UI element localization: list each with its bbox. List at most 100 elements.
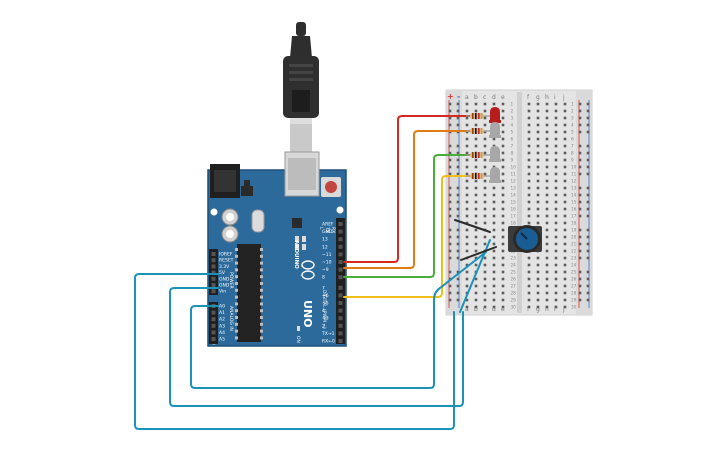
rail-hole[interactable]: [456, 298, 460, 302]
breadboard-hole[interactable]: [483, 277, 487, 281]
rail-hole[interactable]: [586, 158, 590, 162]
breadboard-hole[interactable]: [501, 165, 505, 169]
breadboard-hole[interactable]: [554, 109, 558, 113]
breadboard-hole[interactable]: [527, 165, 531, 169]
breadboard-hole[interactable]: [492, 214, 496, 218]
rail-hole[interactable]: [456, 270, 460, 274]
breadboard-hole[interactable]: [474, 298, 478, 302]
rail-hole[interactable]: [448, 193, 452, 197]
rail-hole[interactable]: [448, 102, 452, 106]
rail-hole[interactable]: [578, 186, 582, 190]
breadboard-hole[interactable]: [563, 228, 567, 232]
breadboard-hole[interactable]: [527, 214, 531, 218]
rail-hole[interactable]: [448, 298, 452, 302]
breadboard-hole[interactable]: [536, 207, 540, 211]
rail-hole[interactable]: [448, 270, 452, 274]
rail-hole[interactable]: [578, 284, 582, 288]
breadboard-hole[interactable]: [554, 277, 558, 281]
digital-pin[interactable]: [338, 260, 343, 264]
breadboard-hole[interactable]: [474, 207, 478, 211]
breadboard-hole[interactable]: [483, 193, 487, 197]
breadboard-hole[interactable]: [545, 277, 549, 281]
breadboard-hole[interactable]: [483, 270, 487, 274]
breadboard-hole[interactable]: [545, 298, 549, 302]
breadboard-hole[interactable]: [563, 214, 567, 218]
breadboard-hole[interactable]: [492, 256, 496, 260]
rail-hole[interactable]: [586, 151, 590, 155]
rail-hole[interactable]: [456, 102, 460, 106]
rail-hole[interactable]: [448, 123, 452, 127]
breadboard-hole[interactable]: [554, 200, 558, 204]
breadboard-hole[interactable]: [545, 263, 549, 267]
breadboard-hole[interactable]: [501, 291, 505, 295]
rail-hole[interactable]: [448, 109, 452, 113]
breadboard-hole[interactable]: [554, 242, 558, 246]
breadboard-hole[interactable]: [501, 123, 505, 127]
breadboard-hole[interactable]: [492, 235, 496, 239]
breadboard-hole[interactable]: [527, 270, 531, 274]
digital-pin[interactable]: [338, 244, 343, 249]
breadboard-hole[interactable]: [536, 200, 540, 204]
breadboard-hole[interactable]: [474, 228, 478, 232]
analog-pin[interactable]: [211, 337, 216, 341]
breadboard-hole[interactable]: [474, 291, 478, 295]
breadboard-hole[interactable]: [527, 130, 531, 134]
breadboard-hole[interactable]: [563, 291, 567, 295]
breadboard-hole[interactable]: [563, 137, 567, 141]
breadboard-hole[interactable]: [465, 284, 469, 288]
breadboard-hole[interactable]: [527, 144, 531, 148]
breadboard-hole[interactable]: [465, 123, 469, 127]
led-4[interactable]: [489, 167, 501, 183]
breadboard-hole[interactable]: [483, 172, 487, 176]
digital-pin[interactable]: [338, 323, 343, 328]
rail-hole[interactable]: [456, 116, 460, 120]
rail-hole[interactable]: [578, 200, 582, 204]
breadboard-hole[interactable]: [474, 284, 478, 288]
power-pin[interactable]: [211, 270, 216, 275]
potentiometer[interactable]: [508, 225, 542, 253]
breadboard-hole[interactable]: [465, 221, 469, 225]
digital-pin[interactable]: [338, 331, 343, 336]
rail-hole[interactable]: [448, 249, 452, 253]
breadboard-hole[interactable]: [465, 200, 469, 204]
breadboard-hole[interactable]: [563, 263, 567, 267]
rail-hole[interactable]: [586, 242, 590, 246]
breadboard-hole[interactable]: [563, 193, 567, 197]
breadboard-hole[interactable]: [545, 179, 549, 183]
breadboard-hole[interactable]: [483, 242, 487, 246]
rail-hole[interactable]: [456, 284, 460, 288]
breadboard-hole[interactable]: [501, 305, 505, 309]
breadboard-hole[interactable]: [501, 214, 505, 218]
rail-hole[interactable]: [578, 249, 582, 253]
rail-hole[interactable]: [456, 193, 460, 197]
rail-hole[interactable]: [448, 228, 452, 232]
rail-hole[interactable]: [586, 109, 590, 113]
rail-hole[interactable]: [586, 270, 590, 274]
breadboard-hole[interactable]: [563, 256, 567, 260]
breadboard-hole[interactable]: [501, 270, 505, 274]
digital-pin[interactable]: [338, 267, 343, 272]
breadboard-hole[interactable]: [545, 186, 549, 190]
breadboard-hole[interactable]: [536, 193, 540, 197]
breadboard-hole[interactable]: [501, 277, 505, 281]
breadboard-hole[interactable]: [501, 151, 505, 155]
rail-hole[interactable]: [448, 116, 452, 120]
breadboard-hole[interactable]: [474, 137, 478, 141]
analog-pin[interactable]: [211, 323, 216, 328]
breadboard-hole[interactable]: [483, 207, 487, 211]
breadboard-hole[interactable]: [483, 179, 487, 183]
breadboard-hole[interactable]: [563, 270, 567, 274]
breadboard-hole[interactable]: [501, 172, 505, 176]
breadboard-hole[interactable]: [483, 305, 487, 309]
breadboard-hole[interactable]: [545, 151, 549, 155]
rail-hole[interactable]: [578, 151, 582, 155]
breadboard-hole[interactable]: [554, 165, 558, 169]
rail-hole[interactable]: [578, 109, 582, 113]
rail-hole[interactable]: [456, 151, 460, 155]
breadboard-hole[interactable]: [554, 263, 558, 267]
rail-hole[interactable]: [586, 165, 590, 169]
rail-hole[interactable]: [586, 200, 590, 204]
breadboard-hole[interactable]: [563, 151, 567, 155]
breadboard-hole[interactable]: [554, 123, 558, 127]
breadboard-hole[interactable]: [474, 123, 478, 127]
